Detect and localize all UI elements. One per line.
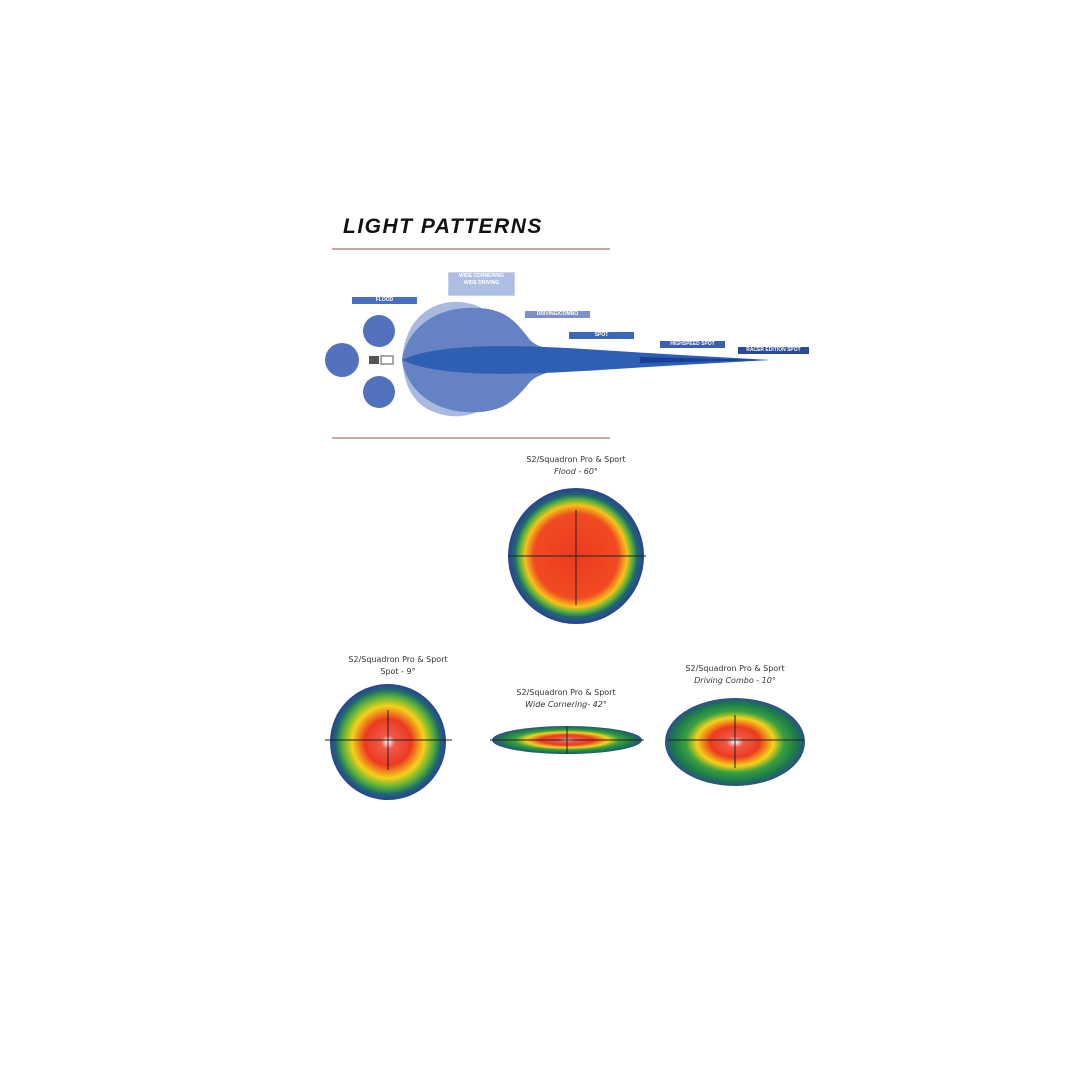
- circle-marker: [325, 343, 359, 377]
- caption-angle: Flood - 60°: [554, 467, 598, 476]
- wide-cornering-pattern: [490, 726, 644, 754]
- caption-line: S2/Squadron Pro & Sport: [516, 688, 616, 697]
- circle-marker: [363, 376, 395, 408]
- spot-pattern: [325, 684, 452, 800]
- page-title: LIGHT PATTERNS: [343, 215, 543, 238]
- caption-line: S2/Squadron Pro & Sport: [685, 664, 785, 673]
- label-driving-combo: DRIVING/COMBO: [525, 311, 590, 318]
- label-highspeed-spot: HIGHSPEED SPOT: [660, 341, 725, 348]
- divider-bottom: [332, 437, 610, 439]
- caption-spot: S2/Squadron Pro & Sport Spot - 9°: [313, 654, 483, 678]
- driving-combo-pattern: [665, 698, 805, 786]
- label-flood: FLOOD: [352, 297, 417, 304]
- vehicle-icon: [369, 355, 394, 365]
- caption-line: S2/Squadron Pro & Sport: [526, 455, 626, 464]
- label-wide-driving: WIDE DRIVING: [463, 280, 500, 286]
- caption-angle: Spot - 9°: [380, 667, 416, 676]
- circle-marker: [363, 315, 395, 347]
- label-racer-edition-spot: RACER EDITION SPOT: [738, 347, 809, 354]
- caption-wide-cornering: S2/Squadron Pro & Sport Wide Cornering- …: [481, 687, 651, 711]
- caption-angle: Wide Cornering- 42°: [525, 700, 607, 709]
- flood-pattern: [508, 488, 646, 624]
- caption-line: S2/Squadron Pro & Sport: [348, 655, 448, 664]
- caption-angle: Driving Combo - 10°: [694, 676, 776, 685]
- label-wide-box: WIDE CORNERING WIDE DRIVING: [448, 272, 515, 296]
- caption-driving-combo: S2/Squadron Pro & Sport Driving Combo - …: [650, 663, 820, 687]
- divider-top: [332, 248, 610, 250]
- label-wide: WIDE CORNERING: [459, 273, 504, 279]
- vehicle-circles: [325, 315, 395, 408]
- label-spot: SPOT: [569, 332, 634, 339]
- racer-spot-beam-shape: [640, 357, 770, 363]
- spot-beam-shape: [402, 346, 770, 374]
- caption-flood: S2/Squadron Pro & Sport Flood - 60°: [491, 454, 661, 478]
